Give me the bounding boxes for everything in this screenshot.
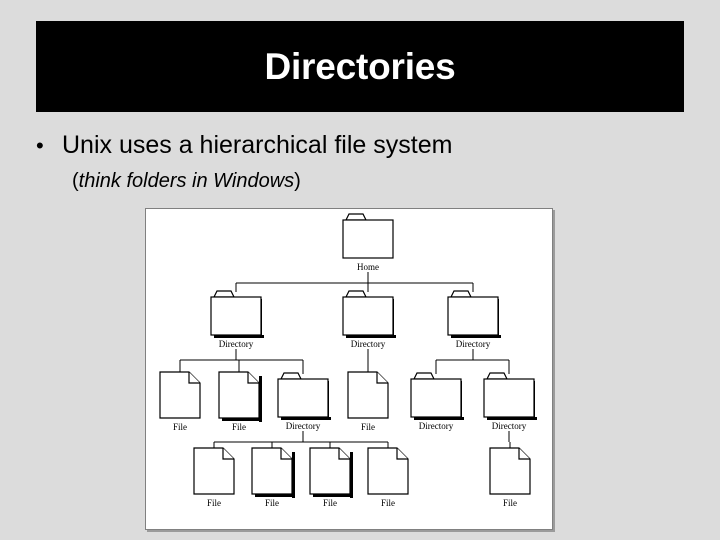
file-fold-corner: [518, 448, 530, 460]
node-label: File: [173, 422, 187, 432]
folder-tab: [280, 372, 302, 380]
folder-icon: [342, 296, 394, 336]
subtext-open-paren: (: [72, 170, 79, 192]
tree-node-folder[interactable]: Directory: [483, 372, 537, 431]
tree-node-file[interactable]: File: [159, 371, 201, 432]
folder-icon: [210, 296, 262, 336]
node-label: Directory: [492, 421, 527, 431]
file-fold-corner: [222, 448, 234, 460]
folder-shadow: [214, 335, 264, 338]
folder-icon: [447, 296, 499, 336]
folder-tab: [413, 372, 435, 380]
file-shadow: [255, 494, 295, 497]
node-label: File: [265, 498, 279, 508]
node-label: File: [503, 498, 517, 508]
tree-node-folder[interactable]: Home: [342, 213, 394, 272]
folder-icon: [342, 219, 394, 259]
file-shadow: [292, 452, 295, 498]
file-fold-corner: [247, 372, 259, 384]
title-banner: Directories: [36, 21, 684, 112]
folder-icon: [410, 378, 462, 418]
connector-group: [213, 431, 389, 448]
folder-shadow: [414, 417, 464, 420]
folder-tab: [345, 213, 367, 221]
file-fold-corner: [188, 372, 200, 384]
tree-connectors: [179, 272, 511, 448]
file-fold-corner: [376, 372, 388, 384]
connector-group: [235, 272, 474, 292]
file-shadow: [222, 418, 262, 421]
tree-node-file[interactable]: File: [193, 447, 235, 508]
folder-shadow: [487, 417, 537, 420]
file-shadow: [350, 452, 353, 498]
folder-tab: [486, 372, 508, 380]
file-fold-corner: [338, 448, 350, 460]
node-label: File: [323, 498, 337, 508]
bullet-text: Unix uses a hierarchical file system: [62, 131, 453, 159]
connector-group: [435, 349, 510, 374]
page-title: Directories: [264, 46, 456, 87]
folder-icon: [483, 378, 535, 418]
bullet-marker-icon: •: [36, 133, 44, 158]
bullet-subtext: (think folders in Windows): [72, 169, 676, 193]
tree-node-folder[interactable]: Directory: [342, 290, 396, 349]
node-label: Directory: [351, 339, 386, 349]
node-label: Directory: [219, 339, 254, 349]
bullet-list: • Unix uses a hierarchical file system (…: [36, 130, 676, 193]
folder-tab: [450, 290, 472, 298]
tree-node-file[interactable]: File: [251, 447, 295, 508]
file-fold-corner: [396, 448, 408, 460]
node-label: File: [361, 422, 375, 432]
file-fold-corner: [280, 448, 292, 460]
subtext-body: think folders in Windows: [78, 170, 295, 192]
node-label: Directory: [419, 421, 454, 431]
node-label: File: [207, 498, 221, 508]
tree-node-file[interactable]: File: [367, 447, 409, 508]
bullet-item: • Unix uses a hierarchical file system: [36, 130, 676, 161]
tree-node-folder[interactable]: Directory: [277, 372, 331, 431]
folder-shadow: [451, 335, 501, 338]
node-label: Directory: [456, 339, 491, 349]
tree-node-folder[interactable]: Directory: [410, 372, 464, 431]
tree-node-folder[interactable]: Directory: [447, 290, 501, 349]
tree-node-file[interactable]: File: [309, 447, 353, 508]
tree-node-folder[interactable]: Directory: [210, 290, 264, 349]
tree-node-file[interactable]: File: [347, 371, 389, 432]
tree-node-file[interactable]: File: [218, 371, 262, 432]
tree-node-file[interactable]: File: [489, 447, 531, 508]
folder-shadow: [346, 335, 396, 338]
folder-tab: [213, 290, 235, 298]
node-label: Directory: [286, 421, 321, 431]
node-label: File: [232, 422, 246, 432]
node-label: File: [381, 498, 395, 508]
file-shadow: [313, 494, 353, 497]
folder-icon: [277, 378, 329, 418]
connector-group: [179, 349, 304, 374]
file-shadow: [259, 376, 262, 422]
subtext-close-paren: ): [294, 170, 301, 192]
connector-group: [508, 431, 511, 448]
node-label: Home: [357, 262, 379, 272]
folder-shadow: [281, 417, 331, 420]
folder-tab: [345, 290, 367, 298]
